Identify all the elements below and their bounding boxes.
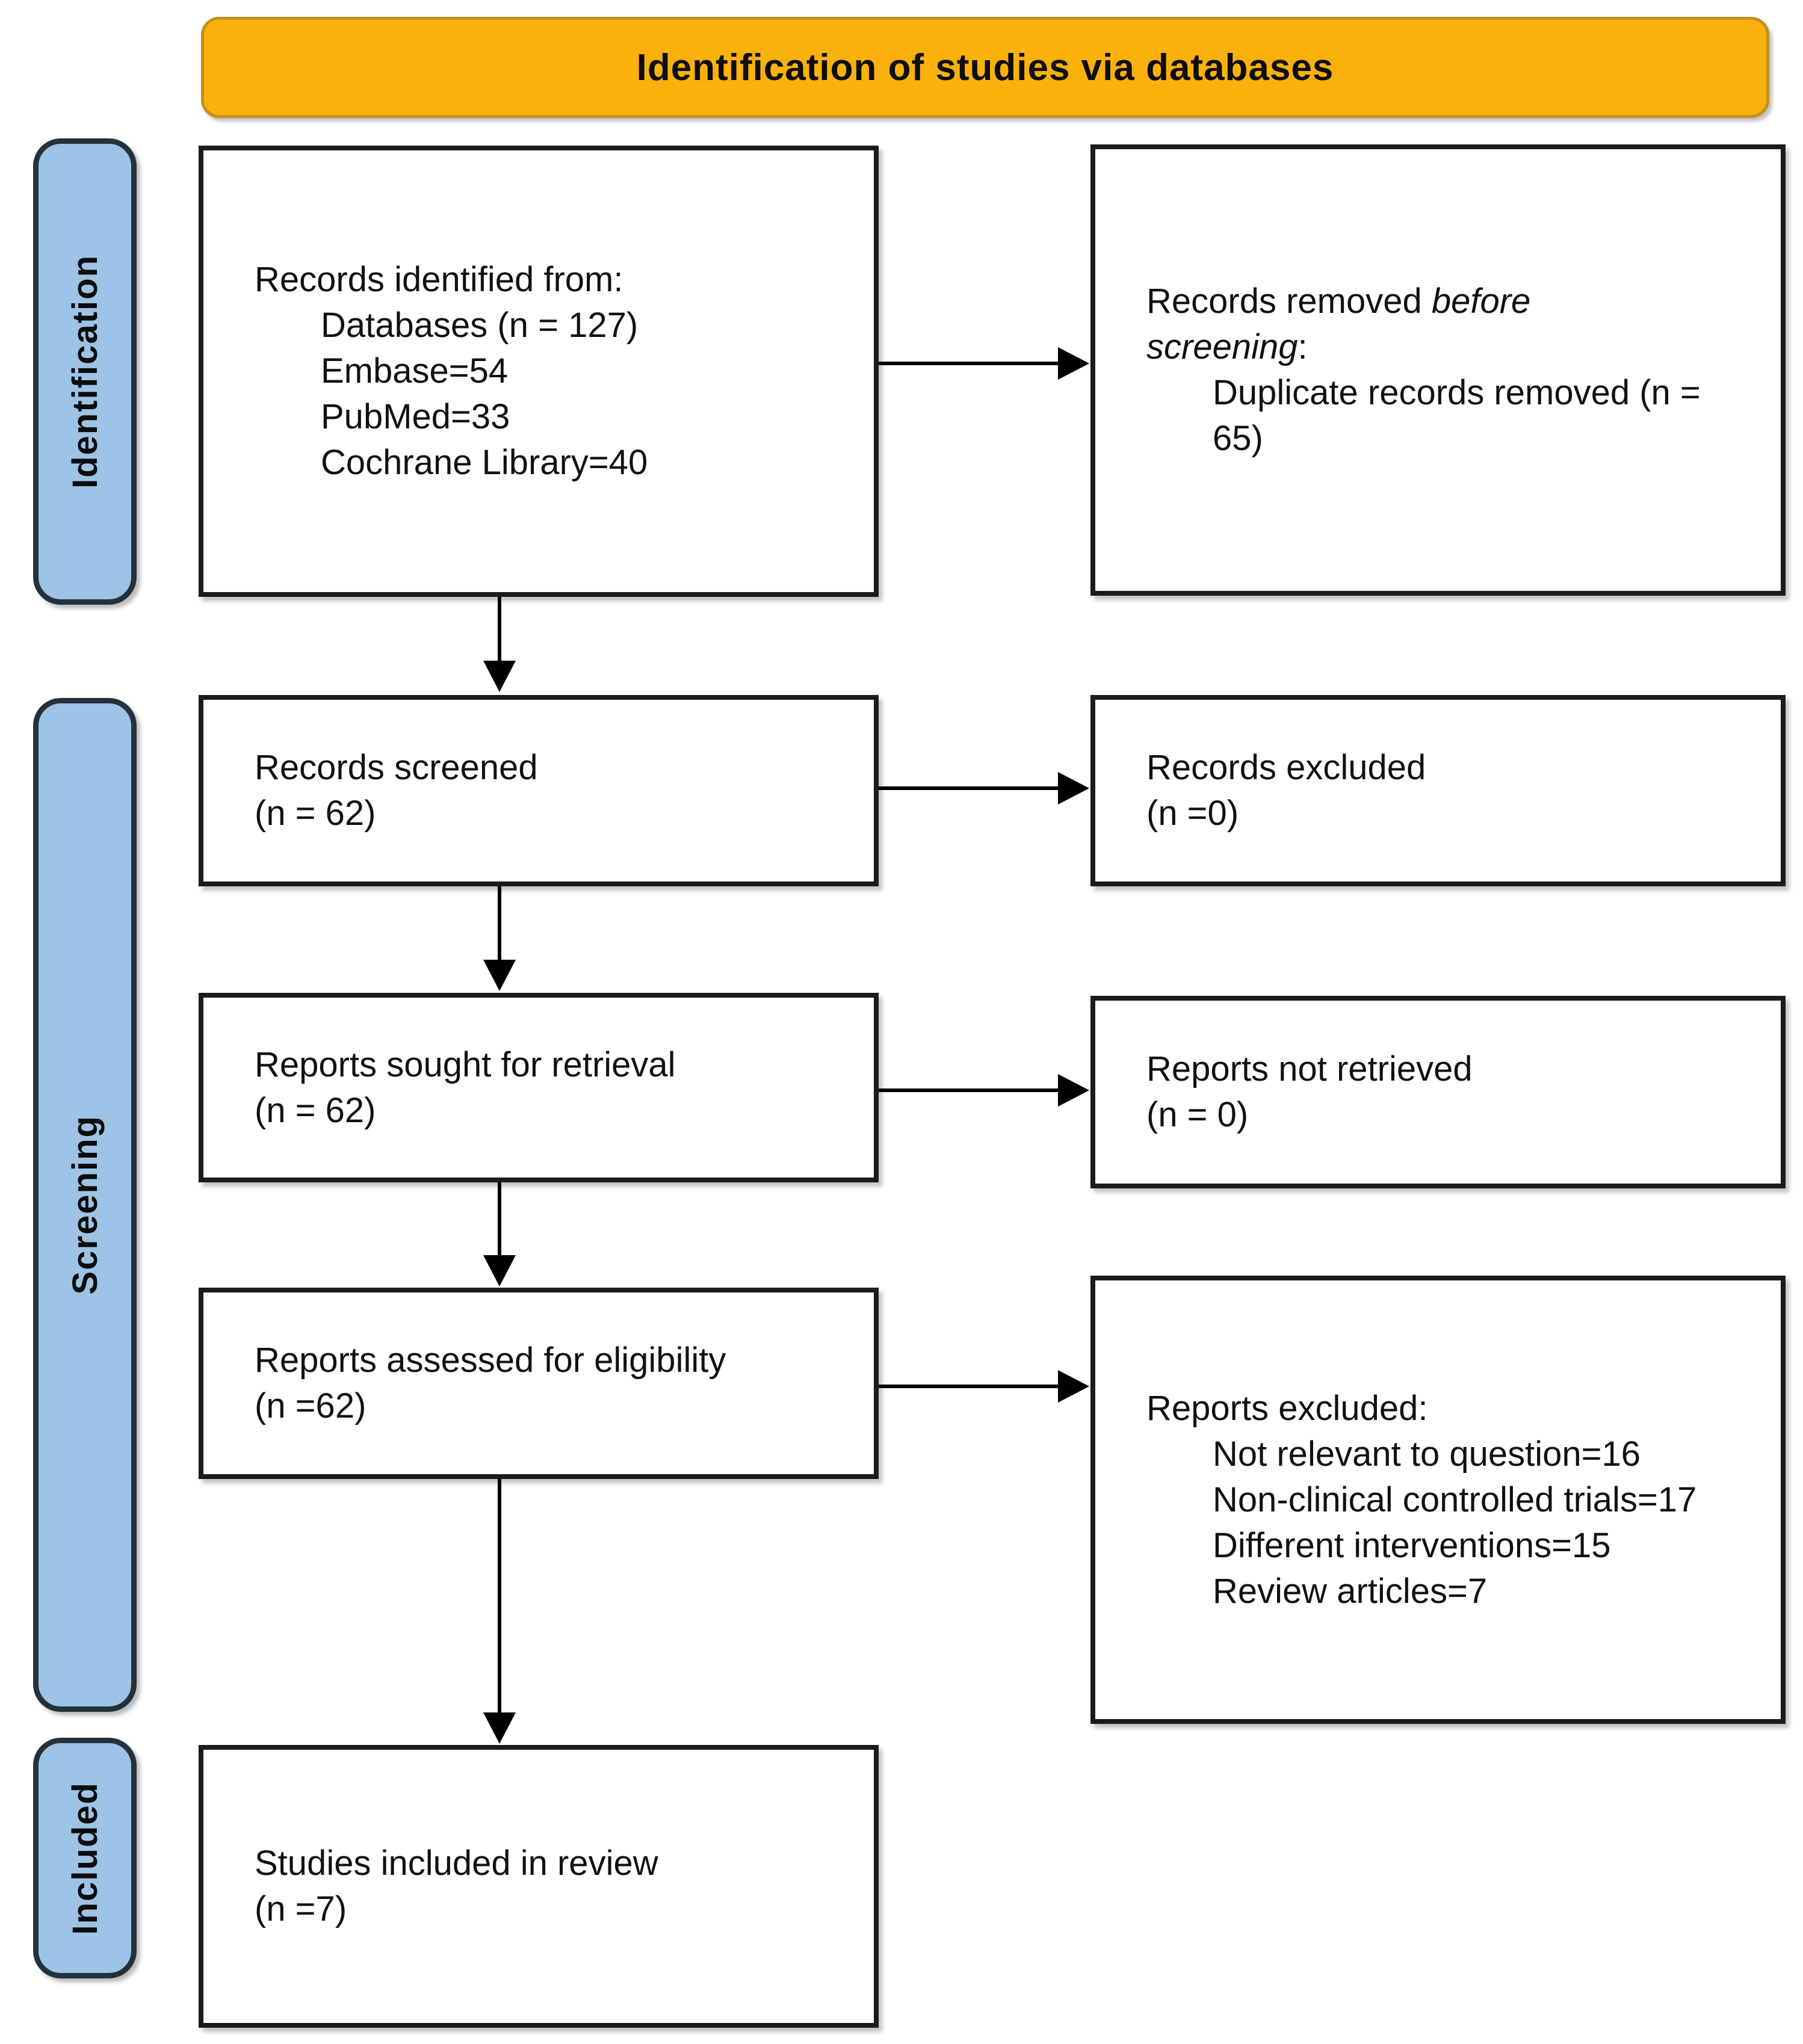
arrow-screened-to-excluded xyxy=(879,786,1058,790)
box-title: Records excluded xyxy=(1146,748,1426,787)
stage-label-screening: Screening xyxy=(33,698,137,1712)
arrow-assessed-to-reports-excluded xyxy=(879,1385,1058,1388)
box-count: (n =62) xyxy=(255,1386,366,1425)
arrow-assessed-to-included xyxy=(498,1479,501,1712)
arrow-screened-to-sought xyxy=(498,886,501,960)
box-intro: Records identified from: xyxy=(255,260,623,299)
stage-label-text: Screening xyxy=(65,1115,105,1295)
arrow-identified-to-removed xyxy=(879,362,1058,365)
header-banner: Identification of studies via databases xyxy=(201,17,1769,118)
box-line: Duplicate records removed (n = 65) xyxy=(1213,373,1701,458)
reports-sought-box: Reports sought for retrieval (n = 62) xyxy=(199,993,879,1182)
box-title: Studies included in review xyxy=(255,1844,658,1883)
stage-label-text: Included xyxy=(65,1781,105,1935)
box-title: Records screened xyxy=(255,748,538,787)
box-intro-colon: : xyxy=(1297,327,1308,366)
studies-included-box: Studies included in review (n =7) xyxy=(199,1745,879,2028)
box-count: (n = 0) xyxy=(1146,1095,1249,1134)
box-title: Reports assessed for eligibility xyxy=(255,1341,726,1380)
box-line: Different interventions=15 xyxy=(1213,1525,1611,1565)
records-identified-box: Records identified from: Databases (n = … xyxy=(199,146,879,597)
box-line: Embase=54 xyxy=(321,351,509,391)
reports-assessed-box: Reports assessed for eligibility (n =62) xyxy=(199,1288,879,1479)
box-count: (n = 62) xyxy=(255,794,376,833)
box-title: Reports sought for retrieval xyxy=(255,1045,676,1084)
arrow-sought-to-not-retrieved xyxy=(879,1088,1058,1092)
box-line: Review articles=7 xyxy=(1213,1571,1488,1611)
box-count: (n = 62) xyxy=(255,1090,376,1130)
records-removed-before-screening-box: Records removed before screening: Duplic… xyxy=(1090,144,1786,596)
box-count: (n =7) xyxy=(255,1889,347,1928)
box-intro-text: Records removed xyxy=(1146,282,1432,321)
stage-label-included: Included xyxy=(33,1738,137,1978)
box-count: (n =0) xyxy=(1146,794,1239,833)
box-line: Databases (n = 127) xyxy=(321,306,639,345)
reports-excluded-box: Reports excluded: Not relevant to questi… xyxy=(1090,1276,1786,1724)
reports-not-retrieved-box: Reports not retrieved (n = 0) xyxy=(1090,996,1786,1188)
header-title: Identification of studies via databases xyxy=(636,46,1334,88)
arrow-identified-to-screened xyxy=(498,597,501,661)
records-excluded-box: Records excluded (n =0) xyxy=(1090,695,1786,886)
box-intro: Reports excluded: xyxy=(1146,1388,1428,1428)
stage-label-text: Identification xyxy=(65,255,105,489)
box-line: Non-clinical controlled trials=17 xyxy=(1213,1480,1697,1519)
box-intro-emphasis: before screening xyxy=(1146,282,1531,366)
box-line: Not relevant to question=16 xyxy=(1213,1434,1641,1474)
stage-label-identification: Identification xyxy=(33,138,137,605)
box-line: Cochrane Library=40 xyxy=(321,443,648,482)
box-intro: Records removed before screening: xyxy=(1146,279,1604,370)
arrow-sought-to-assessed xyxy=(498,1182,501,1255)
box-title: Reports not retrieved xyxy=(1146,1049,1473,1088)
records-screened-box: Records screened (n = 62) xyxy=(199,695,879,886)
box-line: PubMed=33 xyxy=(321,397,510,436)
